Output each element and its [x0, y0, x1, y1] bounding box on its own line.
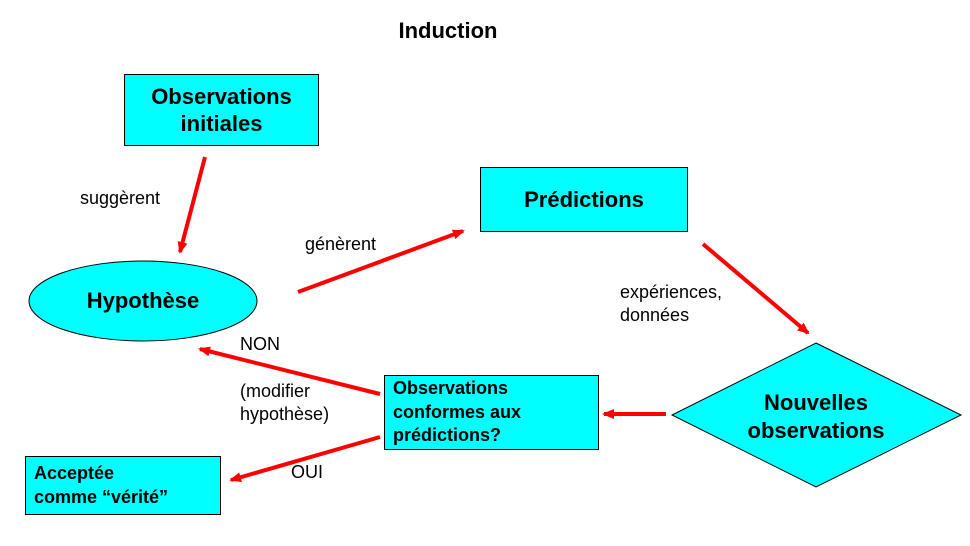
- arrow-oui: [229, 435, 381, 483]
- edge-label-modifier: (modifier hypothèse): [240, 380, 329, 427]
- edge-label-suggerent: suggèrent: [80, 188, 161, 208]
- node-text-line: Acceptée: [34, 463, 115, 484]
- predictions-node: Prédictions: [480, 167, 688, 232]
- node-text-line: prédictions?: [393, 425, 502, 446]
- edge-label-line: données: [620, 305, 690, 326]
- node-text-line: Prédictions: [524, 186, 644, 212]
- nouvelles-observations-node-shape: [670, 342, 963, 488]
- hypothese-node: Hypothèse: [86, 288, 200, 313]
- node-text-line: conformes aux: [393, 401, 522, 422]
- edge-label-experiences: expériences, données: [620, 281, 722, 328]
- acceptee-node: Acceptée comme “vérité”: [25, 456, 221, 515]
- edge-label-line: hypothèse): [240, 404, 330, 425]
- edge-label-generent: génèrent: [305, 234, 377, 254]
- node-text-line: Observations: [151, 83, 292, 109]
- node-text-line: initiales: [180, 111, 263, 136]
- arrow-suggerent: [177, 156, 207, 254]
- edge-label-line: expériences,: [620, 282, 723, 302]
- arrow-generent: [297, 229, 465, 294]
- arrow-experiences: [701, 242, 810, 335]
- diagram-title: Induction: [398, 18, 498, 43]
- hypothese-node-shape: [28, 260, 258, 342]
- observations-conformes-node: Observations conformes aux prédictions?: [384, 375, 599, 450]
- edge-label-non: NON: [240, 334, 280, 354]
- edge-label-line: (modifier: [240, 381, 311, 401]
- edge-label-oui: OUI: [291, 462, 324, 482]
- arrow-non: [198, 346, 381, 396]
- node-text-line: Observations: [393, 378, 509, 399]
- node-text-line: comme “vérité”: [34, 486, 169, 507]
- observations-initiales-node: Observations initiales: [124, 74, 319, 146]
- node-text-line: Nouvelles: [764, 390, 868, 415]
- nouvelles-observations-node: Nouvelles observations: [712, 389, 920, 444]
- node-text-line: observations: [747, 417, 885, 443]
